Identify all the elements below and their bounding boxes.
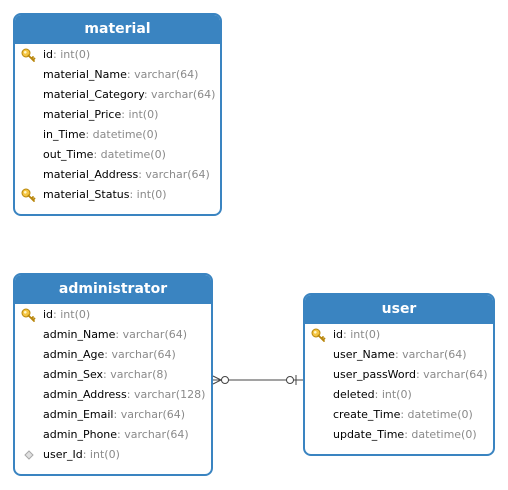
table-title: material xyxy=(15,15,220,44)
field-name: material_Address xyxy=(43,168,139,181)
field-name: in_Time xyxy=(43,128,86,141)
field-type: : varchar(8) xyxy=(103,368,168,381)
table-material[interactable]: material id: int(0)material_Name: varcha… xyxy=(13,13,222,216)
field-row[interactable]: material_Category: varchar(64) xyxy=(15,85,220,105)
field-type: : varchar(64) xyxy=(415,368,488,381)
field-row[interactable]: admin_Name: varchar(64) xyxy=(15,325,211,345)
field-type: : int(0) xyxy=(374,388,412,401)
key-icon xyxy=(21,188,37,202)
field-type: : int(0) xyxy=(53,48,91,61)
field-type: : datetime(0) xyxy=(93,148,166,161)
field-type: : varchar(64) xyxy=(104,348,176,361)
field-name: user_Id xyxy=(43,448,83,461)
field-type: : varchar(64) xyxy=(143,88,216,101)
field-name: create_Time xyxy=(333,408,401,421)
field-row[interactable]: create_Time: datetime(0) xyxy=(305,405,493,425)
field-name: material_Status xyxy=(43,188,130,201)
field-row[interactable]: material_Address: varchar(64) xyxy=(15,165,220,185)
field-name: id xyxy=(333,328,344,341)
field-type: : datetime(0) xyxy=(85,128,158,141)
field-row[interactable]: id: int(0) xyxy=(15,45,220,65)
field-name: user_passWord xyxy=(333,368,416,381)
key-icon xyxy=(21,308,37,322)
field-name: admin_Address xyxy=(43,388,127,401)
table-title: user xyxy=(305,295,493,324)
field-row[interactable]: in_Time: datetime(0) xyxy=(15,125,220,145)
table-title: administrator xyxy=(15,275,211,304)
field-type: : varchar(64) xyxy=(113,408,186,421)
one-only-one-icon xyxy=(286,375,297,385)
field-name: admin_Sex xyxy=(43,368,104,381)
field-name: id xyxy=(43,48,54,61)
field-type: : int(0) xyxy=(82,448,120,461)
field-row[interactable]: id: int(0) xyxy=(15,305,211,325)
field-row[interactable]: user_Id: int(0) xyxy=(15,445,211,465)
field-type: : int(0) xyxy=(121,108,159,121)
diamond-icon xyxy=(21,448,37,462)
key-icon xyxy=(311,328,327,342)
field-type: : varchar(128) xyxy=(126,388,206,401)
field-type: : datetime(0) xyxy=(404,428,477,441)
field-row[interactable]: material_Name: varchar(64) xyxy=(15,65,220,85)
field-type: : int(0) xyxy=(53,308,91,321)
field-type: : int(0) xyxy=(129,188,167,201)
field-type: : varchar(64) xyxy=(117,428,189,441)
field-name: id xyxy=(43,308,54,321)
field-type: : varchar(64) xyxy=(115,328,188,341)
field-row[interactable]: admin_Sex: varchar(8) xyxy=(15,365,211,385)
field-row[interactable]: out_Time: datetime(0) xyxy=(15,145,220,165)
table-user[interactable]: user id: int(0)user_Name: varchar(64)use… xyxy=(303,293,495,456)
field-name: deleted xyxy=(333,388,375,401)
table-administrator[interactable]: administrator id: int(0)admin_Name: varc… xyxy=(13,273,213,476)
field-row[interactable]: material_Price: int(0) xyxy=(15,105,220,125)
field-type: : datetime(0) xyxy=(400,408,473,421)
field-row[interactable]: id: int(0) xyxy=(305,325,493,345)
field-name: admin_Name xyxy=(43,328,116,341)
field-row[interactable]: update_Time: datetime(0) xyxy=(305,425,493,445)
field-name: admin_Age xyxy=(43,348,105,361)
crows-foot-zero-many-icon xyxy=(212,375,229,385)
field-list: id: int(0)material_Name: varchar(64)mate… xyxy=(15,44,220,205)
field-type: : varchar(64) xyxy=(138,168,210,181)
field-list: id: int(0)admin_Name: varchar(64)admin_A… xyxy=(15,304,211,465)
field-row[interactable]: admin_Email: varchar(64) xyxy=(15,405,211,425)
field-name: material_Price xyxy=(43,108,122,121)
field-name: admin_Email xyxy=(43,408,114,421)
field-type: : varchar(64) xyxy=(126,68,199,81)
field-name: user_Name xyxy=(333,348,395,361)
field-row[interactable]: admin_Phone: varchar(64) xyxy=(15,425,211,445)
field-name: update_Time xyxy=(333,428,405,441)
field-row[interactable]: user_Name: varchar(64) xyxy=(305,345,493,365)
field-type: : varchar(64) xyxy=(394,348,467,361)
field-name: material_Category xyxy=(43,88,144,101)
field-row[interactable]: admin_Address: varchar(128) xyxy=(15,385,211,405)
field-name: admin_Phone xyxy=(43,428,118,441)
field-row[interactable]: user_passWord: varchar(64) xyxy=(305,365,493,385)
field-name: out_Time xyxy=(43,148,94,161)
key-icon xyxy=(21,48,37,62)
field-list: id: int(0)user_Name: varchar(64)user_pas… xyxy=(305,324,493,445)
field-row[interactable]: deleted: int(0) xyxy=(305,385,493,405)
field-row[interactable]: admin_Age: varchar(64) xyxy=(15,345,211,365)
field-row[interactable]: material_Status: int(0) xyxy=(15,185,220,205)
field-name: material_Name xyxy=(43,68,127,81)
field-type: : int(0) xyxy=(343,328,381,341)
